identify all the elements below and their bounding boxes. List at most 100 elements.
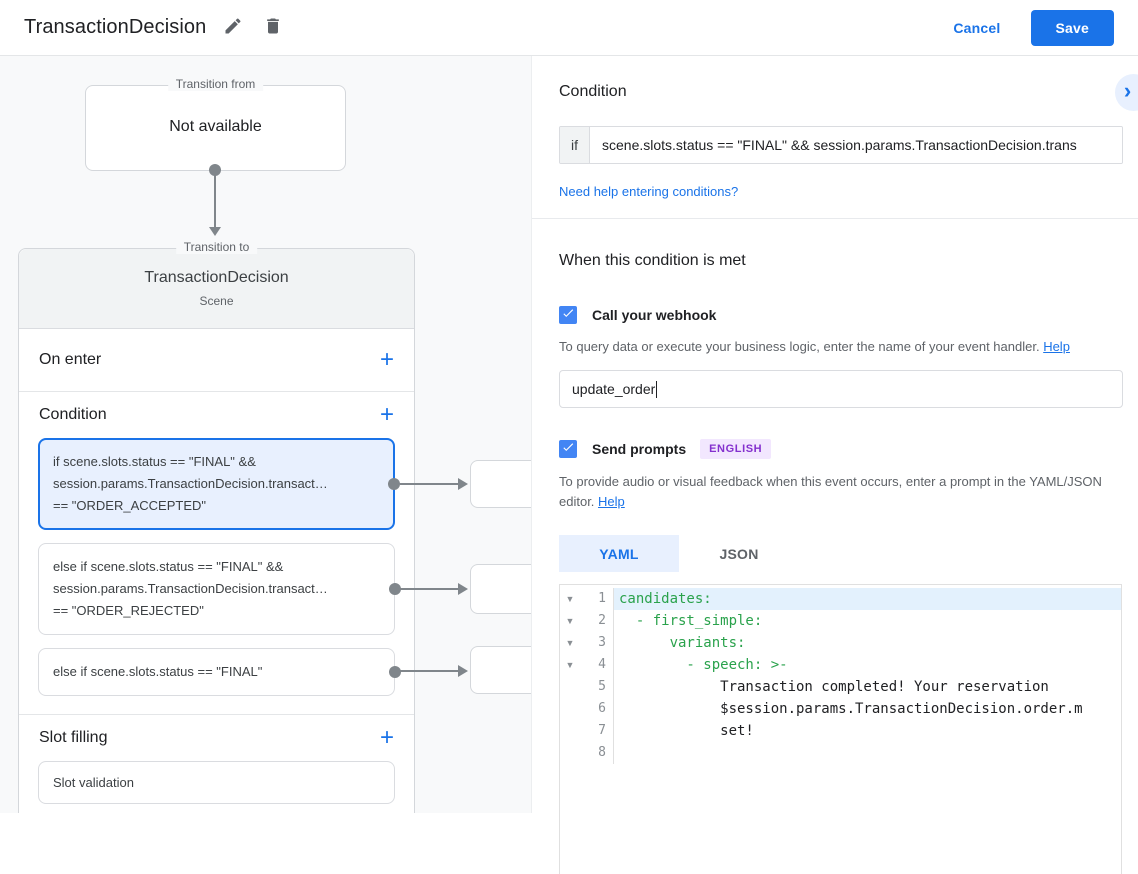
- text-caret: [656, 380, 658, 398]
- slot-validation-card[interactable]: Slot validation: [38, 761, 395, 804]
- check-icon: [561, 440, 575, 459]
- condition-card[interactable]: if scene.slots.status == "FINAL" && sess…: [38, 438, 400, 530]
- line-number: 5: [598, 679, 606, 694]
- code-text: - first_simple:: [619, 613, 763, 629]
- scene-header: TransactionDecision Scene: [19, 249, 414, 329]
- prompts-help-link[interactable]: Help: [598, 494, 625, 509]
- condition-card[interactable]: else if scene.slots.status == "FINAL" &&…: [38, 543, 401, 635]
- tab-json[interactable]: JSON: [719, 545, 759, 562]
- line-number: 8: [598, 745, 606, 760]
- transition-target-box[interactable]: [470, 460, 531, 508]
- editor-line: ▼4 - speech: >-: [560, 654, 1121, 676]
- transition-from-content: Not available: [169, 118, 262, 135]
- connector-line: [214, 170, 216, 227]
- editor-gutter: 7: [560, 720, 614, 742]
- editor-line: ▼3 variants:: [560, 632, 1121, 654]
- editor-line: 7 set!: [560, 720, 1121, 742]
- webhook-label: Call your webhook: [592, 307, 717, 323]
- webhook-input[interactable]: update_order: [559, 370, 1123, 408]
- detail-panel: Condition › if Need help entering condit…: [531, 56, 1138, 874]
- webhook-checkbox[interactable]: [559, 306, 577, 324]
- editor-gutter: ▼2: [560, 610, 614, 632]
- arrow-right-icon: [458, 478, 468, 490]
- section-divider: [19, 714, 414, 715]
- fold-toggle chevron-down-icon[interactable]: ▼: [565, 638, 575, 648]
- add-slot-button[interactable]: +: [380, 726, 394, 750]
- condition-section-head: Condition +: [19, 392, 414, 438]
- connector-dot: [389, 583, 401, 595]
- arrow-right-icon: [458, 583, 468, 595]
- webhook-description-text: To query data or execute your business l…: [559, 339, 1044, 354]
- section-condition: Condition + if scene.slots.status == "FI…: [19, 392, 414, 696]
- code-text: [614, 742, 1121, 764]
- editor-line: ▼2 - first_simple:: [560, 610, 1121, 632]
- tab-yaml[interactable]: YAML: [559, 535, 679, 572]
- save-button[interactable]: Save: [1030, 9, 1114, 46]
- editor-line: 8: [560, 742, 1121, 764]
- prompts-label: Send prompts: [592, 441, 687, 457]
- code-text: variants:: [619, 635, 746, 651]
- fold-toggle chevron-down-icon[interactable]: ▼: [565, 594, 575, 604]
- editor-gutter: ▼3: [560, 632, 614, 654]
- check-icon: [561, 306, 575, 325]
- transition-target-box[interactable]: [470, 564, 531, 614]
- condition-card-line: else if scene.slots.status == "FINAL" &&: [53, 559, 284, 574]
- code-text: $session.params.TransactionDecision.orde…: [619, 701, 1083, 717]
- conditions-help-link[interactable]: Need help entering conditions?: [559, 184, 739, 199]
- add-condition-button[interactable]: +: [380, 403, 394, 427]
- prompts-description: To provide audio or visual feedback when…: [559, 472, 1123, 512]
- panel-title: Condition: [559, 83, 627, 100]
- line-number: 4: [598, 657, 606, 672]
- add-on-enter-button[interactable]: +: [380, 348, 394, 372]
- plus-icon: +: [379, 724, 394, 751]
- fold-toggle chevron-down-icon[interactable]: ▼: [565, 660, 575, 670]
- transition-from-label: Transition from: [167, 77, 264, 91]
- transition-to-label: Transition to: [175, 240, 258, 254]
- top-bar: TransactionDecision Cancel Save: [0, 0, 1138, 56]
- condition-expression-row: if: [559, 126, 1123, 164]
- editor-line: ▼ 1 candidates:: [560, 588, 1121, 610]
- delete-scene-button[interactable]: [260, 15, 286, 41]
- prompts-row: Send prompts ENGLISH: [559, 439, 1123, 459]
- transition-to-node: Transition to TransactionDecision Scene …: [18, 240, 415, 813]
- editor-tabs: YAML JSON: [559, 535, 1123, 572]
- page-title: TransactionDecision: [24, 16, 207, 38]
- condition-card-line: else if scene.slots.status == "FINAL": [53, 664, 263, 679]
- scene-name: TransactionDecision: [144, 269, 289, 286]
- webhook-row: Call your webhook: [559, 306, 1123, 324]
- condition-card-line: == "ORDER_ACCEPTED": [53, 498, 206, 513]
- line-number: 1: [598, 591, 606, 606]
- flow-canvas: Transition from Not available Transition…: [0, 56, 531, 813]
- editor-line: 5 Transaction completed! Your reservatio…: [560, 676, 1121, 698]
- on-enter-label: On enter: [39, 351, 102, 368]
- arrow-right-icon: [458, 665, 468, 677]
- arrow-down-icon: [209, 227, 221, 236]
- line-number: 6: [598, 701, 606, 716]
- line-number: 3: [598, 635, 606, 650]
- prompts-checkbox[interactable]: [559, 440, 577, 458]
- condition-card-line: session.params.TransactionDecision.trans…: [53, 476, 328, 491]
- condition-card[interactable]: else if scene.slots.status == "FINAL": [38, 648, 401, 696]
- condition-label: Condition: [39, 406, 107, 423]
- code-text: Transaction completed! Your reservation: [619, 679, 1049, 695]
- pencil-icon: [223, 16, 243, 39]
- yaml-editor[interactable]: ▼1 candidates: ▼2 - first_simple: ▼3 var…: [559, 584, 1122, 874]
- edit-scene-button[interactable]: [220, 15, 246, 41]
- webhook-help-link[interactable]: Help: [1043, 339, 1070, 354]
- connector-dot: [388, 478, 400, 490]
- collapse-panel-button[interactable]: ›: [1115, 74, 1138, 111]
- line-number: 7: [598, 723, 606, 738]
- transition-target-box[interactable]: [470, 646, 531, 694]
- cancel-button[interactable]: Cancel: [953, 19, 1001, 36]
- line-number: 2: [598, 613, 606, 628]
- code-text: candidates:: [614, 588, 1121, 610]
- chevron-right-icon: ›: [1123, 78, 1132, 103]
- scene-type: Scene: [199, 294, 234, 308]
- webhook-description: To query data or execute your business l…: [559, 337, 1123, 357]
- condition-card-line: == "ORDER_REJECTED": [53, 603, 204, 618]
- fold-toggle chevron-down-icon[interactable]: ▼: [565, 616, 575, 626]
- editor-gutter: 6: [560, 698, 614, 720]
- condition-card-line: if scene.slots.status == "FINAL" &&: [53, 454, 256, 469]
- plus-icon: +: [379, 401, 394, 428]
- condition-input[interactable]: [590, 127, 1122, 163]
